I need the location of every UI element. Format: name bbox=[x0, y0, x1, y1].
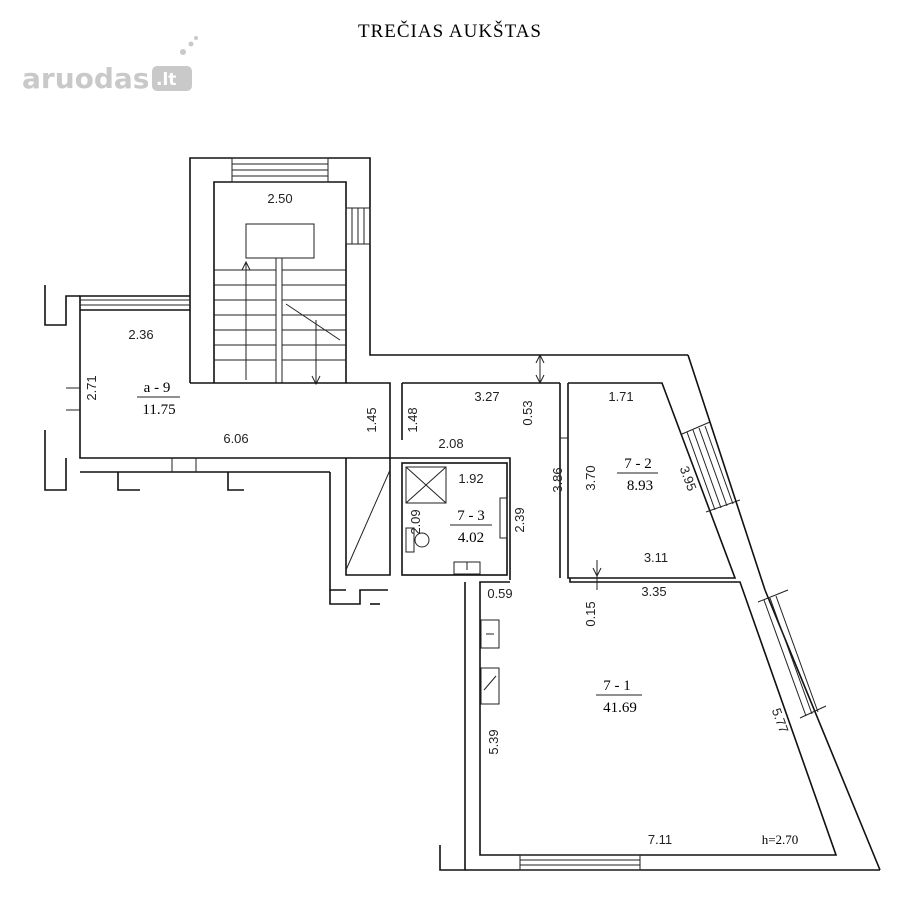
room-a9-id: a - 9 bbox=[144, 380, 171, 396]
dim-r71-left: 5.39 bbox=[486, 729, 501, 754]
watermark-tld: .lt bbox=[156, 70, 176, 90]
dimension-labels: 2.50 2.36 2.71 6.06 1.45 1.48 3.27 0.53 … bbox=[84, 191, 798, 847]
watermark-badge bbox=[152, 66, 192, 91]
dim-r71-right: 5.77 bbox=[769, 706, 792, 735]
dim-wall-b: 0.15 bbox=[583, 601, 598, 626]
room-7-3-area: 4.02 bbox=[458, 530, 484, 546]
dim-r71-top: 3.35 bbox=[641, 584, 666, 599]
hall bbox=[390, 382, 560, 580]
dimension-markers bbox=[535, 353, 602, 590]
room-a9 bbox=[44, 285, 391, 491]
watermark-logo: aruodas .lt bbox=[22, 36, 198, 95]
watermark-dot-icon bbox=[180, 49, 186, 55]
room-7-1-area: 41.69 bbox=[603, 700, 637, 716]
room-7-1 bbox=[439, 578, 881, 871]
room-7-2-id: 7 - 2 bbox=[624, 456, 652, 472]
dim-r72-right: 3.95 bbox=[677, 464, 700, 493]
room-7-2 bbox=[559, 354, 766, 591]
room-7-2-area: 8.93 bbox=[627, 478, 653, 494]
room-a9-area: 11.75 bbox=[142, 402, 175, 418]
dim-wc-top: 1.92 bbox=[458, 471, 483, 486]
watermark-text: aruodas bbox=[22, 62, 149, 95]
dim-r72-top: 1.71 bbox=[608, 389, 633, 404]
ceiling-height: h=2.70 bbox=[762, 832, 799, 847]
dim-hall-bottom: 2.08 bbox=[438, 436, 463, 451]
dim-r72-bottom: 3.11 bbox=[644, 550, 668, 565]
dim-corridor-depth-b: 1.48 bbox=[405, 407, 420, 432]
watermark-dot-icon bbox=[188, 41, 194, 47]
plan-title: TREČIAS AUKŠTAS bbox=[358, 20, 542, 42]
dim-r72-left-outer: 3.86 bbox=[550, 467, 565, 492]
room-7-3-id: 7 - 3 bbox=[457, 508, 485, 524]
dim-stair-width: 2.50 bbox=[267, 191, 292, 206]
dim-hall-top: 3.27 bbox=[474, 389, 499, 404]
room-labels: a - 9 11.75 7 - 2 8.93 7 - 3 4.02 7 - 1 … bbox=[137, 380, 658, 716]
dim-wc-right: 2.39 bbox=[512, 507, 527, 532]
dim-r71-bottom: 7.11 bbox=[648, 832, 672, 847]
corridor bbox=[329, 458, 391, 605]
dim-wc-left: 2.09 bbox=[408, 509, 423, 534]
room-7-3 bbox=[401, 462, 508, 576]
room-7-1-id: 7 - 1 bbox=[603, 678, 631, 694]
dim-wall-a: 0.53 bbox=[520, 400, 535, 425]
stairwell bbox=[189, 157, 688, 386]
watermark-dot-icon bbox=[194, 36, 198, 40]
dim-corridor-length: 6.06 bbox=[223, 431, 248, 446]
dim-r72-left-inner: 3.70 bbox=[583, 465, 598, 490]
dim-a9-side: 2.71 bbox=[84, 375, 99, 400]
dim-corridor-depth-a: 1.45 bbox=[364, 407, 379, 432]
dim-a9-top: 2.36 bbox=[128, 327, 153, 342]
dim-wall-c: 0.59 bbox=[487, 586, 512, 601]
